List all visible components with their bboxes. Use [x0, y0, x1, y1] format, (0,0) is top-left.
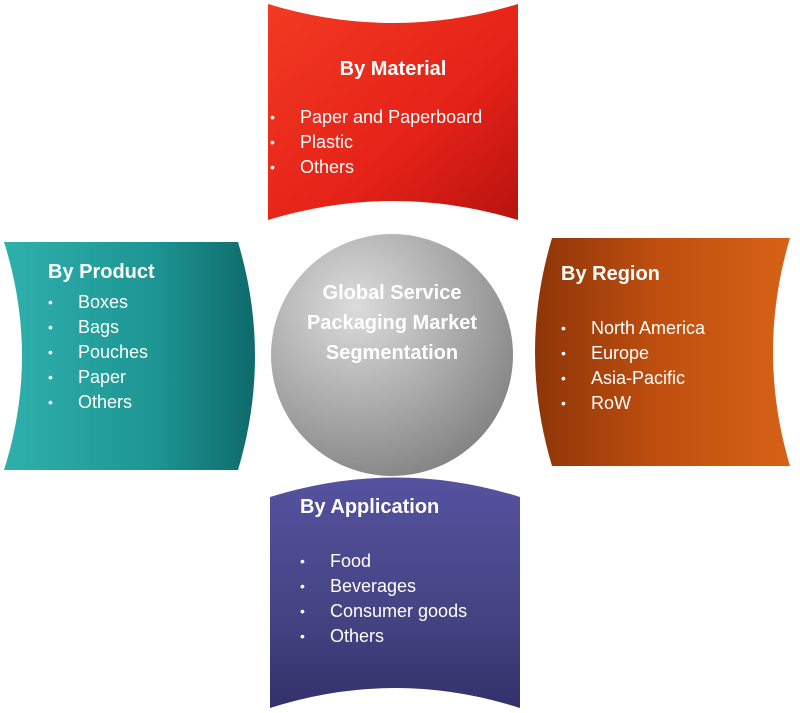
product-item: Pouches: [48, 340, 248, 365]
region-item: RoW: [561, 391, 781, 416]
material-item: Plastic: [270, 130, 516, 155]
product-list: Boxes Bags Pouches Paper Others: [48, 290, 248, 415]
center-circle: [271, 234, 513, 476]
region-list: North America Europe Asia-Pacific RoW: [561, 316, 781, 416]
material-title: By Material: [339, 58, 447, 80]
product-item: Others: [48, 390, 248, 415]
application-item: Beverages: [300, 574, 515, 599]
application-text-block: By Application Food Beverages Consumer g…: [300, 496, 515, 649]
material-list: Paper and Paperboard Plastic Others: [270, 105, 516, 180]
application-item: Others: [300, 624, 515, 649]
product-title: By Product: [48, 261, 155, 283]
product-text-block: By Product Boxes Bags Pouches Paper Othe…: [48, 261, 248, 415]
application-item: Food: [300, 549, 515, 574]
region-item: Europe: [561, 341, 781, 366]
material-text-block: By Material Paper and Paperboard Plastic…: [270, 58, 516, 180]
region-title: By Region: [561, 263, 660, 285]
region-item: Asia-Pacific: [561, 366, 781, 391]
application-title: By Application: [300, 496, 440, 518]
region-text-block: By Region North America Europe Asia-Paci…: [561, 263, 781, 416]
application-item: Consumer goods: [300, 599, 515, 624]
center-title: Global Service Packaging Market Segmenta…: [306, 282, 478, 364]
material-item: Paper and Paperboard: [270, 105, 516, 130]
product-item: Bags: [48, 315, 248, 340]
material-item: Others: [270, 155, 516, 180]
application-list: Food Beverages Consumer goods Others: [300, 549, 515, 649]
product-item: Paper: [48, 365, 248, 390]
region-item: North America: [561, 316, 781, 341]
product-item: Boxes: [48, 290, 248, 315]
